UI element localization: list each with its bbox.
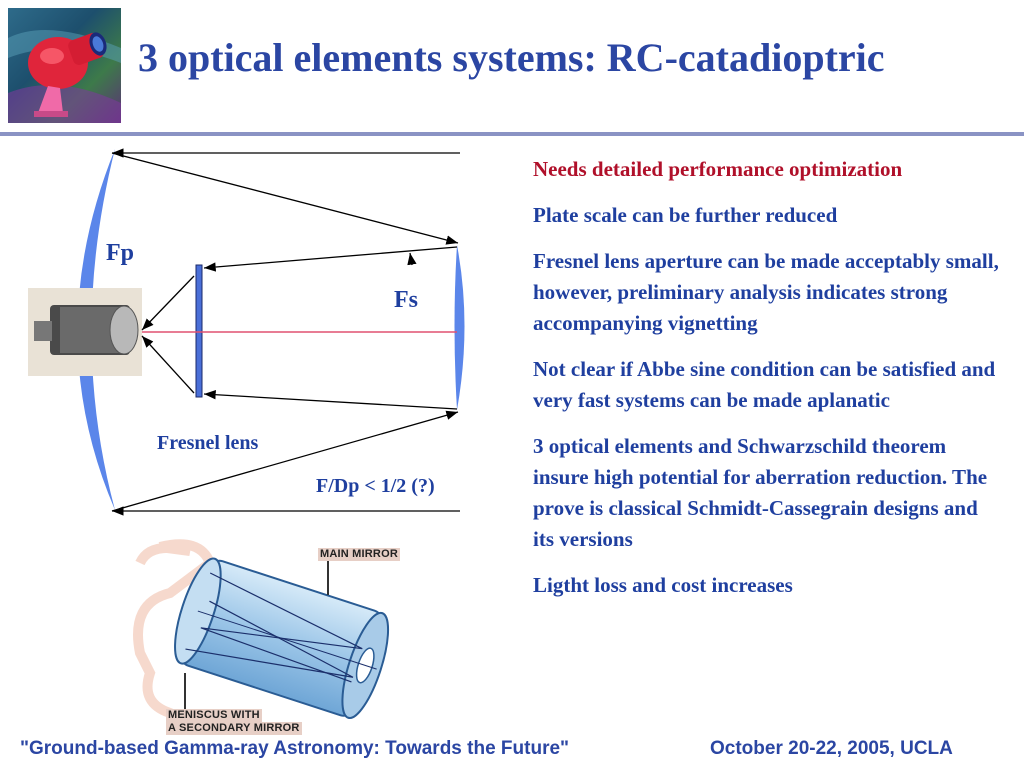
- footer-date: October 20-22, 2005, UCLA: [710, 738, 953, 759]
- label-f-ratio: F/Dp < 1/2 (?): [316, 475, 435, 497]
- telescope-logo: [8, 8, 121, 123]
- ray-top-focus: [141, 275, 195, 331]
- bullet-point: Needs detailed performance optimization: [533, 157, 903, 181]
- label-meniscus-line1: MENISCUS WITH: [166, 709, 262, 722]
- title-divider: [0, 132, 1024, 136]
- bullet-list: Needs detailed performance optimization …: [533, 154, 1003, 616]
- fs-marker: [407, 252, 417, 266]
- slide-title: 3 optical elements systems: RC-catadiopt…: [138, 35, 885, 80]
- ray-top-secondary: [203, 246, 458, 272]
- ray-bottom-focus: [141, 335, 195, 394]
- primary-mirror: [77, 149, 115, 510]
- optical-diagram: [28, 148, 465, 516]
- bullet-point: Ligtht loss and cost increases: [533, 573, 793, 597]
- bullet-point: Not clear if Abbe sine condition can be …: [533, 357, 996, 412]
- camera-icon: [28, 288, 142, 376]
- label-fs: Fs: [394, 287, 418, 313]
- footer-conference: "Ground-based Gamma-ray Astronomy: Towar…: [20, 738, 570, 759]
- bullet-point: Fresnel lens aperture can be made accept…: [533, 249, 999, 335]
- ray-bottom-secondary: [203, 390, 458, 410]
- ray-bottom-reflect: [111, 410, 459, 512]
- label-fresnel-lens: Fresnel lens: [157, 432, 259, 454]
- bullet-point: 3 optical elements and Schwarzschild the…: [533, 434, 988, 551]
- label-meniscus-line2: A SECONDARY MIRROR: [166, 722, 302, 735]
- label-fp: Fp: [106, 240, 135, 266]
- label-main-mirror: MAIN MIRROR: [318, 548, 400, 561]
- ray-top-reflect: [111, 152, 459, 245]
- fresnel-lens: [195, 264, 203, 398]
- secondary-mirror: [454, 245, 465, 410]
- schmidt-cassegrain-illustration: [133, 539, 390, 727]
- bullet-point: Plate scale can be further reduced: [533, 203, 838, 227]
